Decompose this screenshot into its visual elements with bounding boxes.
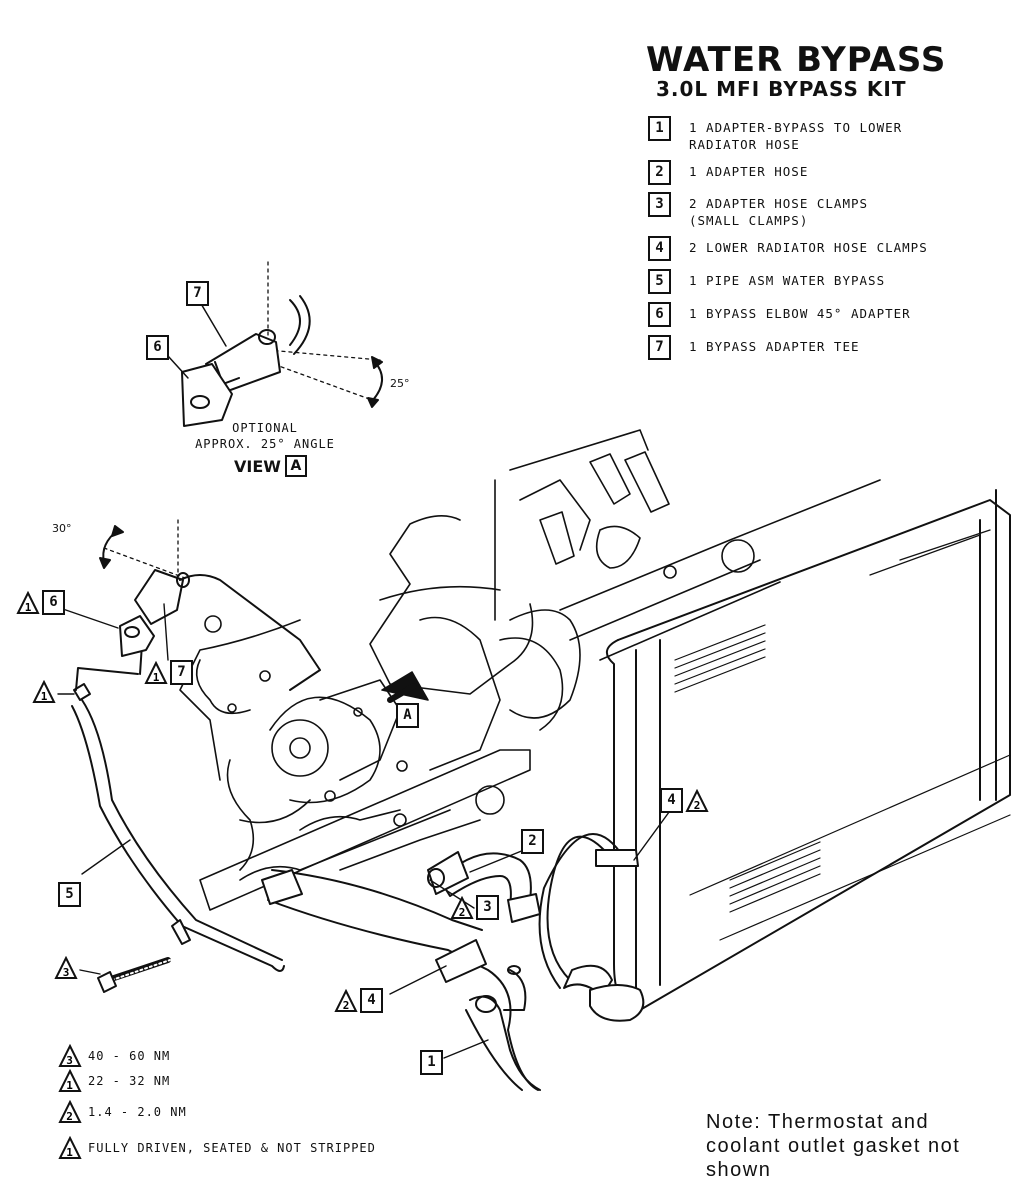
svg-text:3: 3 xyxy=(63,966,70,979)
arrow-a-label: A xyxy=(396,703,419,728)
torque-triangle-icon: 1 xyxy=(144,660,168,684)
main-angle: 30° xyxy=(52,522,72,535)
legend-number: 7 xyxy=(648,335,671,360)
torque-triangle-icon: 3 xyxy=(54,956,78,979)
torque-spec-text: 1.4 - 2.0 NM xyxy=(88,1105,187,1119)
callout-number: 4 xyxy=(660,788,683,813)
callout-1: 1 xyxy=(420,1050,443,1075)
legend-text: 1 ADAPTER HOSE xyxy=(689,164,809,179)
view-a-inset xyxy=(167,261,383,427)
view-a-note-line2: APPROX. 25° ANGLE xyxy=(195,437,335,451)
torque-spec-row: 3 40 - 60 NM xyxy=(58,1044,478,1068)
torque-triangle-icon: 3 xyxy=(58,1044,82,1067)
legend-text: 1 PIPE ASM WATER BYPASS xyxy=(689,273,886,288)
view-a-note: OPTIONAL APPROX. 25° ANGLE xyxy=(180,420,350,452)
svg-text:1: 1 xyxy=(25,601,32,614)
engine-block xyxy=(179,429,881,911)
legend-item: 3 2 ADAPTER HOSE CLAMPS (SMALL CLAMPS) xyxy=(648,192,1018,229)
torque-triangle-icon: 2 xyxy=(685,788,709,812)
callout-number: 7 xyxy=(170,660,193,685)
page-title: WATER BYPASS xyxy=(646,40,947,80)
page-subtitle: 3.0L MFI BYPASS KIT xyxy=(656,77,907,101)
callout-tri2-3: 2 3 xyxy=(450,895,499,920)
callout-tri1-6: 1 6 xyxy=(16,590,65,615)
svg-text:1: 1 xyxy=(66,1146,74,1159)
torque-spec-row: 2 1.4 - 2.0 NM xyxy=(58,1100,478,1124)
radiator xyxy=(538,489,1011,1022)
torque-triangle-icon: 2 xyxy=(334,988,358,1012)
view-a-callout-7: 7 xyxy=(186,281,209,306)
legend-text: 2 ADAPTER HOSE CLAMPS (SMALL CLAMPS) xyxy=(689,196,869,228)
svg-text:1: 1 xyxy=(66,1079,74,1092)
legend-number: 4 xyxy=(648,236,671,261)
legend-text: 1 BYPASS ELBOW 45° ADAPTER xyxy=(689,306,911,321)
legend-text: 2 LOWER RADIATOR HOSE CLAMPS xyxy=(689,240,928,255)
legend-number: 6 xyxy=(648,302,671,327)
callout-2: 2 xyxy=(521,829,544,854)
torque-triangle-icon: 2 xyxy=(450,895,474,919)
callout-tri3-bolt: 3 xyxy=(54,956,78,980)
svg-text:2: 2 xyxy=(694,799,701,812)
legend-number: 1 xyxy=(648,116,671,141)
view-letter: A xyxy=(284,455,307,477)
view-a-angle: 25° xyxy=(390,377,410,390)
adapter-hose-assembly xyxy=(261,851,541,1091)
main-tee-elbow xyxy=(99,519,321,691)
legend-item: 1 1 ADAPTER-BYPASS TO LOWER RADIATOR HOS… xyxy=(648,116,1018,153)
legend-number: 5 xyxy=(648,269,671,294)
torque-spec-text: 22 - 32 NM xyxy=(88,1074,171,1088)
svg-text:3: 3 xyxy=(66,1054,74,1067)
view-a-callout-6: 6 xyxy=(146,335,169,360)
callout-5: 5 xyxy=(58,882,81,907)
legend-text: 1 BYPASS ADAPTER TEE xyxy=(689,339,860,354)
torque-triangle-icon: 1 xyxy=(32,680,56,703)
callout-tri1-pipe-end: 1 xyxy=(32,680,56,704)
svg-text:1: 1 xyxy=(41,690,48,703)
torque-spec-row: 1 FULLY DRIVEN, SEATED & NOT STRIPPED xyxy=(58,1136,478,1160)
torque-triangle-icon: 1 xyxy=(58,1069,82,1092)
legend-item: 6 1 BYPASS ELBOW 45° ADAPTER xyxy=(648,302,1018,327)
torque-triangle-icon: 1 xyxy=(16,590,40,614)
legend-item: 5 1 PIPE ASM WATER BYPASS xyxy=(648,269,1018,294)
legend-item: 4 2 LOWER RADIATOR HOSE CLAMPS xyxy=(648,236,1018,261)
legend-item: 7 1 BYPASS ADAPTER TEE xyxy=(648,335,1018,360)
view-a-note-line1: OPTIONAL xyxy=(232,421,298,435)
view-word: VIEW xyxy=(234,456,281,476)
svg-text:2: 2 xyxy=(343,999,350,1012)
leader-lines xyxy=(57,603,673,1059)
legend-item: 2 1 ADAPTER HOSE xyxy=(648,160,1018,185)
legend-number: 3 xyxy=(648,192,671,217)
svg-text:2: 2 xyxy=(459,906,466,919)
callout-4-tri2: 4 2 xyxy=(660,788,709,813)
callout-tri1-7: 1 7 xyxy=(144,660,193,685)
torque-triangle-icon: 2 xyxy=(58,1100,82,1123)
view-a-label: VIEW A xyxy=(234,455,307,477)
torque-spec-text: FULLY DRIVEN, SEATED & NOT STRIPPED xyxy=(88,1141,376,1155)
torque-spec-row: 1 22 - 32 NM xyxy=(58,1069,478,1093)
svg-text:2: 2 xyxy=(66,1110,74,1123)
callout-number: 3 xyxy=(476,895,499,920)
callout-number: 6 xyxy=(42,590,65,615)
torque-spec-text: 40 - 60 NM xyxy=(88,1049,171,1063)
parts-legend: 1 1 ADAPTER-BYPASS TO LOWER RADIATOR HOS… xyxy=(648,116,1018,360)
callout-number: 4 xyxy=(360,988,383,1013)
bypass-pipe xyxy=(71,643,285,993)
callout-tri2-4: 2 4 xyxy=(334,988,383,1013)
svg-text:1: 1 xyxy=(153,671,160,684)
torque-triangle-icon: 1 xyxy=(58,1136,82,1159)
legend-number: 2 xyxy=(648,160,671,185)
legend-text: 1 ADAPTER-BYPASS TO LOWER RADIATOR HOSE xyxy=(689,120,903,152)
note-text: Note: Thermostat and coolant outlet gask… xyxy=(706,1111,961,1181)
